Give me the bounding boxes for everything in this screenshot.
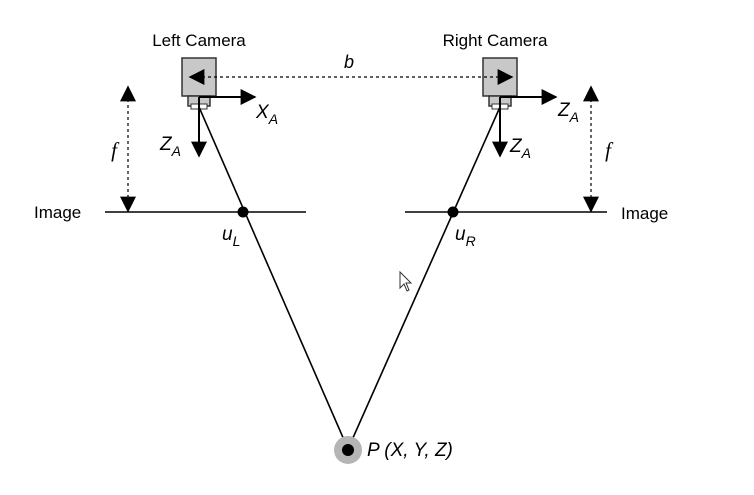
right-camera-label: Right Camera <box>443 31 548 50</box>
left-z-axis-label: ZA <box>159 134 181 159</box>
world-point <box>342 444 354 456</box>
left-projection-ray <box>198 106 349 450</box>
right-projection-point <box>447 206 459 218</box>
right-projection-ray <box>347 106 501 450</box>
right-z-vertical-label: ZA <box>509 136 531 161</box>
left-camera-label: Left Camera <box>152 31 246 50</box>
right-focal-label: f <box>605 138 614 162</box>
baseline-label: b <box>344 52 354 72</box>
left-projection-label: uL <box>222 224 240 249</box>
mouse-pointer-icon <box>399 270 413 292</box>
left-focal-label: f <box>111 138 120 162</box>
left-x-axis-label: XA <box>255 102 278 127</box>
world-point-label: P (X, Y, Z) <box>367 440 453 461</box>
left-projection-point <box>237 206 249 218</box>
right-projection-label: uR <box>455 224 476 249</box>
right-z-horizontal-label: ZA <box>557 100 579 125</box>
left-image-label: Image <box>34 203 81 222</box>
right-image-label: Image <box>621 204 668 223</box>
